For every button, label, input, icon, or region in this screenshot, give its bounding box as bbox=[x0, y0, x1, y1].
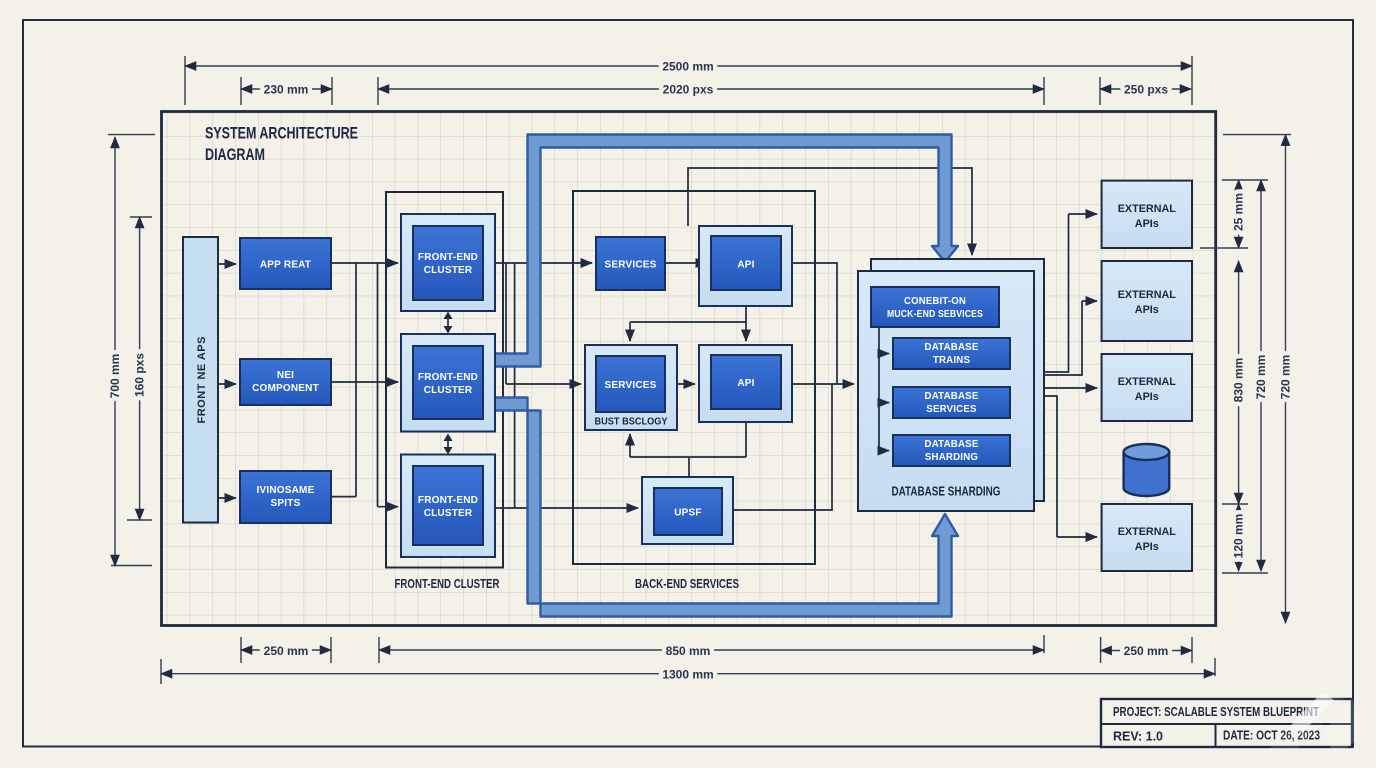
svg-text:EXTERNAL: EXTERNAL bbox=[1118, 289, 1177, 301]
svg-text:EXTERNAL: EXTERNAL bbox=[1118, 526, 1177, 538]
svg-text:1300 mm: 1300 mm bbox=[662, 668, 713, 682]
svg-text:BUST BSCLOGY: BUST BSCLOGY bbox=[595, 416, 668, 428]
svg-text:PROJECT: SCALABLE SYSTEM BLUEP: PROJECT: SCALABLE SYSTEM BLUEPRINT bbox=[1113, 704, 1319, 719]
svg-text:APP REAT: APP REAT bbox=[260, 260, 311, 271]
svg-text:TRAINS: TRAINS bbox=[933, 355, 971, 366]
svg-text:FRONT-END: FRONT-END bbox=[418, 252, 478, 263]
svg-text:EXTERNAL: EXTERNAL bbox=[1118, 376, 1177, 388]
svg-text:FRONT-END: FRONT-END bbox=[418, 372, 478, 383]
svg-text:CLUSTER: CLUSTER bbox=[424, 265, 473, 276]
svg-text:SERVICES: SERVICES bbox=[605, 380, 657, 391]
svg-text:DIAGRAM: DIAGRAM bbox=[205, 146, 265, 164]
svg-text:2020 pxs: 2020 pxs bbox=[663, 83, 714, 97]
svg-text:25 mm: 25 mm bbox=[1232, 193, 1246, 231]
svg-text:APIs: APIs bbox=[1135, 391, 1159, 403]
svg-text:EXTERNAL: EXTERNAL bbox=[1118, 203, 1177, 215]
svg-text:CONEBIT-ON: CONEBIT-ON bbox=[904, 296, 966, 307]
svg-text:FRONT-END: FRONT-END bbox=[418, 495, 478, 506]
svg-text:API: API bbox=[737, 378, 754, 389]
svg-text:NEI: NEI bbox=[277, 370, 294, 381]
svg-text:850 mm: 850 mm bbox=[666, 644, 711, 658]
svg-text:API: API bbox=[737, 260, 754, 271]
svg-text:DATABASE SHARDING: DATABASE SHARDING bbox=[892, 485, 1001, 499]
svg-text:DATE: OCT 26, 2023: DATE: OCT 26, 2023 bbox=[1223, 728, 1320, 743]
svg-text:REV: 1.0: REV: 1.0 bbox=[1113, 729, 1163, 744]
svg-text:APIs: APIs bbox=[1135, 304, 1159, 316]
svg-text:720 mm: 720 mm bbox=[1279, 355, 1293, 400]
svg-text:SERVICES: SERVICES bbox=[926, 404, 977, 415]
svg-text:UPSF: UPSF bbox=[674, 508, 701, 519]
svg-text:CLUSTER: CLUSTER bbox=[424, 508, 473, 519]
svg-text:APIs: APIs bbox=[1135, 541, 1159, 553]
svg-text:2500 mm: 2500 mm bbox=[662, 60, 713, 74]
svg-text:FRONT NE APS: FRONT NE APS bbox=[196, 336, 208, 424]
svg-text:160 pxs: 160 pxs bbox=[133, 353, 147, 397]
svg-text:SHARDING: SHARDING bbox=[925, 452, 978, 463]
svg-text:230 mm: 230 mm bbox=[264, 83, 309, 97]
svg-text:SPITS: SPITS bbox=[271, 498, 301, 509]
svg-text:MUCK-END SEBVICES: MUCK-END SEBVICES bbox=[887, 309, 983, 320]
svg-text:DATABASE: DATABASE bbox=[925, 391, 979, 402]
svg-text:COMPONENT: COMPONENT bbox=[252, 383, 319, 394]
svg-text:SERVICES: SERVICES bbox=[605, 260, 657, 271]
svg-text:120 mm: 120 mm bbox=[1232, 514, 1246, 559]
svg-text:DATABASE: DATABASE bbox=[925, 439, 979, 450]
svg-text:DATABASE: DATABASE bbox=[925, 342, 979, 353]
svg-text:250 mm: 250 mm bbox=[1124, 644, 1169, 658]
svg-text:830 mm: 830 mm bbox=[1232, 358, 1246, 403]
svg-text:FRONT-END CLUSTER: FRONT-END CLUSTER bbox=[395, 577, 500, 591]
svg-text:BACK-END SERVICES: BACK-END SERVICES bbox=[635, 577, 739, 591]
svg-text:IVINOSAME: IVINOSAME bbox=[257, 485, 315, 496]
svg-text:700 mm: 700 mm bbox=[108, 354, 122, 399]
svg-text:APIs: APIs bbox=[1135, 218, 1159, 230]
svg-text:SYSTEM ARCHITECTURE: SYSTEM ARCHITECTURE bbox=[205, 125, 358, 143]
svg-text:CLUSTER: CLUSTER bbox=[424, 385, 473, 396]
svg-text:250 mm: 250 mm bbox=[264, 644, 309, 658]
svg-text:250 pxs: 250 pxs bbox=[1124, 83, 1168, 97]
svg-text:720 mm: 720 mm bbox=[1254, 355, 1268, 400]
